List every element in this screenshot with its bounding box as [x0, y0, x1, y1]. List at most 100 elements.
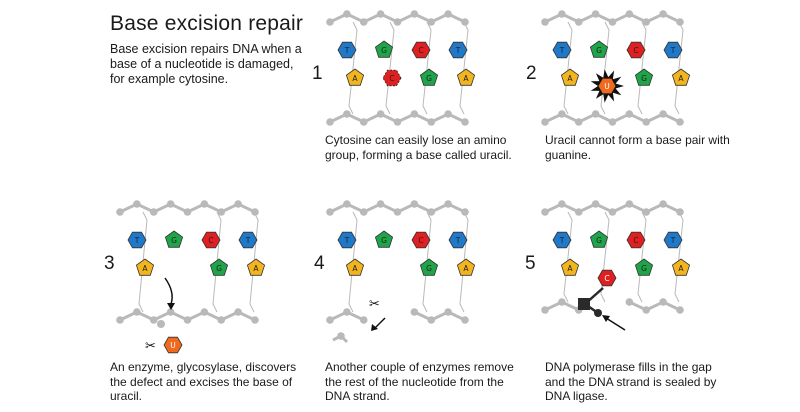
removed-phosphate [337, 332, 345, 340]
top-strand-phosphate [133, 200, 141, 208]
base-C-top-2-label: C [418, 46, 423, 55]
top-strand-phosphate [326, 18, 334, 26]
top-strand-phosphate [625, 200, 634, 208]
base-C-top-2-label: C [208, 236, 213, 245]
scissors-icon: ✂ [145, 339, 156, 354]
bottom-strand-phosphate [659, 110, 667, 118]
base-A-bottom-0-label: A [567, 264, 573, 273]
top-strand-phosphate [591, 200, 600, 208]
base-T-top-3-label: T [670, 46, 676, 55]
bottom-strand-phosphate [116, 316, 124, 324]
bottom-strand-phosphate [359, 118, 368, 126]
connector-1 [600, 21, 610, 115]
top-strand-phosphate [427, 18, 436, 26]
step-3-caption: An enzyme, glycosylase, discovers the de… [110, 360, 297, 403]
bottom-strand-phosphate [326, 316, 334, 324]
top-strand-phosphate [234, 200, 242, 208]
top-strand-phosphate [200, 200, 209, 208]
base-C-bottom-1 [382, 69, 402, 87]
base-C-top-2-label: C [633, 46, 638, 55]
base-G-top-1-label: G [381, 46, 387, 55]
base-C-top-2 [626, 231, 646, 249]
base-T-top-0-label: T [559, 236, 565, 245]
bottom-strand-phosphate [676, 306, 684, 314]
top-strand-phosphate [393, 18, 402, 26]
base-A-bottom-3 [671, 258, 691, 276]
step-2-caption: Uracil cannot form a base pair with guan… [545, 133, 730, 162]
top-strand-phosphate [183, 208, 192, 216]
base-A-bottom-0-label: A [352, 74, 358, 83]
bottom-strand-phosphate [359, 316, 368, 324]
bottom-strand-phosphate [183, 316, 192, 324]
bottom-strand-phosphate [541, 118, 549, 126]
connector-3 [459, 21, 469, 115]
base-A-bottom-0 [345, 68, 365, 86]
top-strand-phosphate [642, 208, 651, 216]
base-A-bottom-0 [560, 258, 580, 276]
connector-2 [422, 21, 432, 115]
base-A-bottom-3-label: A [253, 264, 259, 273]
connector-2 [637, 211, 647, 303]
base-G-top-1-label: G [171, 236, 177, 245]
bottom-strand-phosphate [591, 110, 600, 118]
bottom-strand-phosphate [427, 316, 436, 324]
top-strand-phosphate [625, 10, 634, 18]
base-A-bottom-3-label: A [463, 264, 469, 273]
bottom-strand-phosphate [461, 316, 469, 324]
top-strand-phosphate [376, 10, 385, 18]
base-T-top-0-label: T [344, 46, 350, 55]
bottom-strand-phosphate [200, 308, 209, 316]
base-T-top-3 [448, 41, 468, 59]
top-strand-phosphate [608, 18, 617, 26]
bottom-strand-phosphate [376, 110, 385, 118]
top-strand-phosphate [376, 200, 385, 208]
base-U-excised [163, 336, 183, 354]
base-T-top-0 [337, 231, 357, 249]
top-strand-phosphate [427, 208, 436, 216]
base-A-bottom-3-label: A [678, 264, 684, 273]
top-strand-phosphate [676, 18, 684, 26]
bottom-strand-phosphate [558, 110, 566, 118]
bottom-strand-phosphate [133, 308, 141, 316]
base-A-bottom-0-label: A [567, 74, 573, 83]
bottom-strand-phosphate [234, 308, 242, 316]
base-G-top-1 [374, 230, 394, 248]
bottom-strand-phosphate [343, 308, 351, 316]
top-strand-phosphate [217, 208, 226, 216]
base-G-bottom-2-label: G [641, 264, 647, 273]
base-C-top-2-label: C [418, 236, 423, 245]
base-T-top-3-label: T [455, 46, 461, 55]
base-T-top-3 [663, 231, 683, 249]
excision-arrowhead [167, 303, 175, 310]
removal-arrowhead [371, 324, 378, 331]
base-T-top-0 [552, 231, 572, 249]
base-G-bottom-2-label: G [216, 264, 222, 273]
top-strand-phosphate [410, 200, 419, 208]
top-strand-phosphate [359, 208, 368, 216]
base-U-uracil [597, 77, 617, 95]
base-T-top-3-label: T [670, 236, 676, 245]
excision-arrow [164, 277, 173, 305]
top-strand-phosphate [149, 208, 158, 216]
base-T-top-0 [127, 231, 147, 249]
base-A-bottom-0 [560, 68, 580, 86]
base-U-uracil-label: U [604, 82, 610, 91]
base-T-top-0-label: T [134, 236, 140, 245]
base-U-excised-label: U [170, 341, 176, 350]
step-3-number: 3 [104, 253, 115, 274]
step-4-caption: Another couple of enzymes remove the res… [325, 360, 514, 403]
base-G-bottom-2 [419, 258, 439, 276]
base-C-repaired [597, 269, 617, 287]
base-G-bottom-2 [634, 258, 654, 276]
base-A-bottom-3 [456, 258, 476, 276]
bottom-strand-phosphate [251, 316, 259, 324]
top-strand-phosphate [326, 208, 334, 216]
connector-3 [674, 211, 684, 303]
base-C-top-2-label: C [633, 236, 638, 245]
connector-2 [637, 21, 647, 115]
base-A-bottom-0 [345, 258, 365, 276]
base-G-top-1-label: G [596, 46, 602, 55]
bottom-strand-phosphate [625, 298, 634, 306]
